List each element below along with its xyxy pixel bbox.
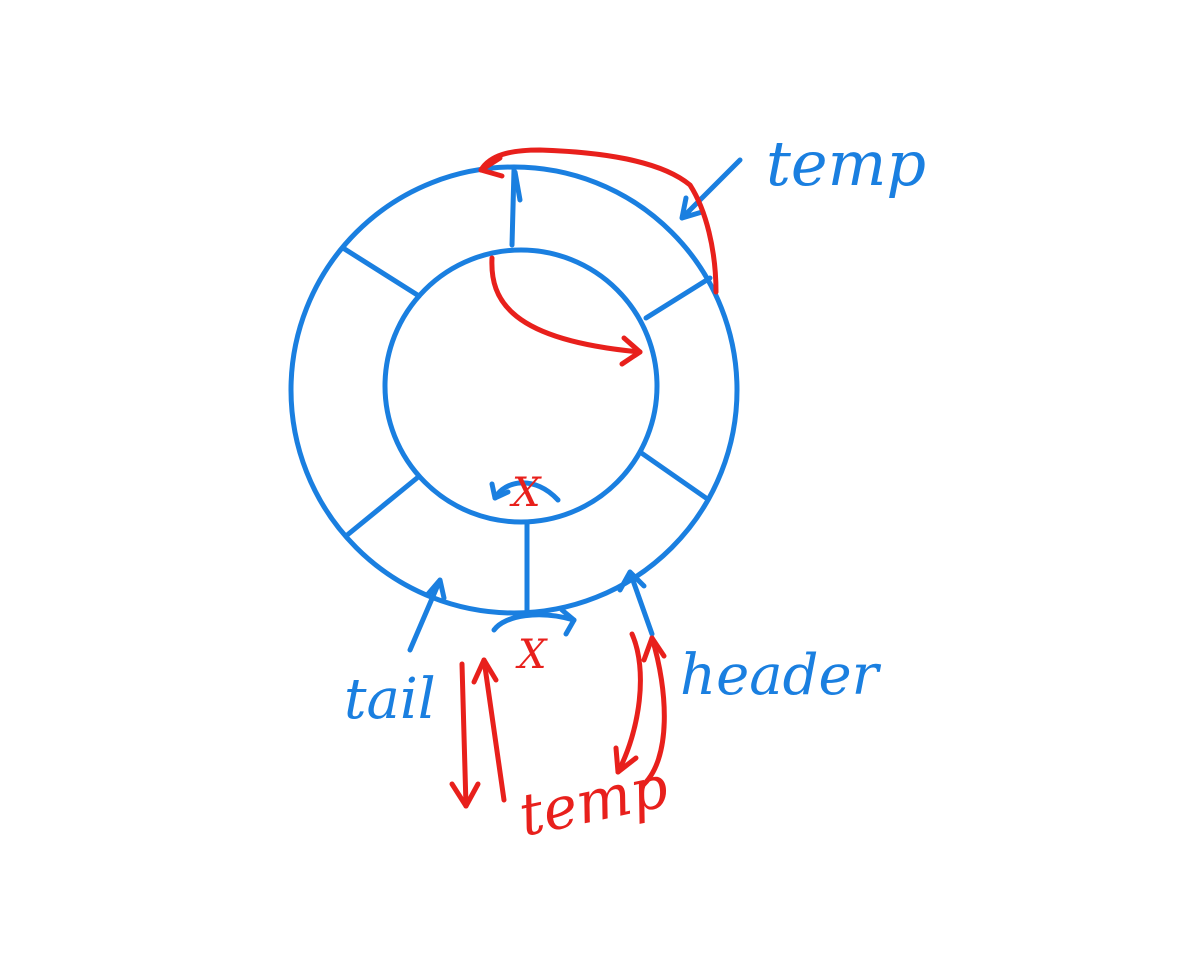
tail-pointer-arrow	[407, 577, 447, 653]
header-pointer-arrow	[617, 569, 655, 637]
temp-top-pointer-arrow	[679, 157, 743, 221]
red-up-arrow-left	[481, 657, 507, 803]
red-inner-curve-arrow-head	[619, 335, 643, 367]
removed-mark-inner: X	[509, 470, 542, 516]
outer-bottom-loop	[491, 612, 577, 633]
inner-bottom-loop-head	[489, 481, 511, 501]
blue-tick-top	[512, 169, 523, 203]
slot-divider-upper-left	[340, 245, 422, 299]
red-inner-curve-arrow	[489, 255, 643, 355]
slot-divider-lower-right	[637, 449, 709, 501]
slot-divider-lower-left	[343, 475, 420, 539]
inner-ring	[382, 247, 660, 525]
red-up-arrow-left-head	[471, 657, 499, 685]
red-down-arrow-left	[459, 661, 469, 809]
label-header: header	[680, 643, 882, 708]
red-arc-over-top	[478, 147, 719, 295]
slot-divider-top	[509, 167, 517, 248]
label-temp-bottom: temp	[513, 752, 674, 850]
label-tail: tail	[344, 667, 436, 732]
inner-bottom-loop	[492, 480, 561, 503]
red-curve-down-arrow	[615, 631, 643, 775]
outer-ring	[288, 164, 740, 616]
slot-divider-upper-right	[643, 275, 713, 321]
red-arc-over-top-head	[478, 155, 505, 179]
label-temp-top: temp	[766, 127, 926, 200]
red-down-arrow-left-head	[449, 781, 481, 809]
removed-mark-outer: X	[515, 632, 548, 678]
red-curve-up-arrow	[639, 635, 667, 789]
outer-bottom-loop-head	[559, 607, 577, 637]
red-curve-down-arrow-head	[613, 745, 639, 775]
red-curve-up-arrow-head	[641, 635, 667, 663]
